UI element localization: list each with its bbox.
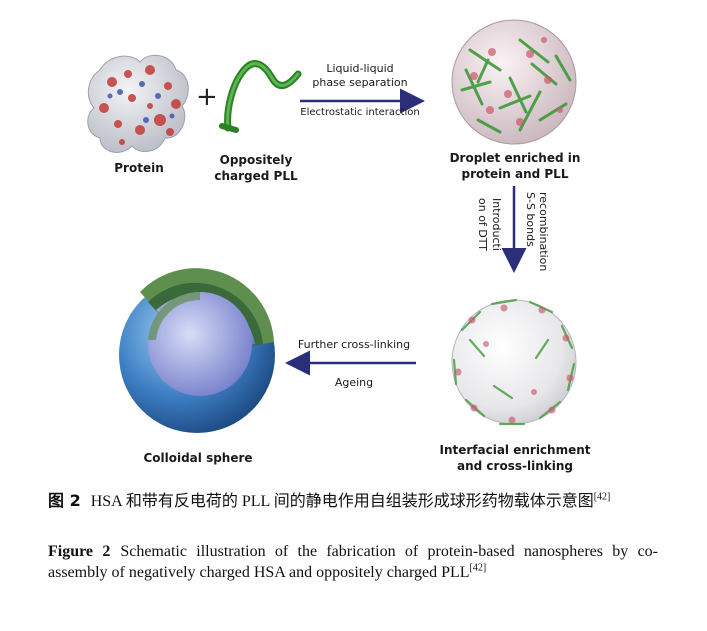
interfacial-sphere	[451, 298, 577, 426]
label-droplet: Droplet enriched in protein and PLL	[440, 150, 590, 182]
caption-cn-label: 图 2	[48, 491, 81, 510]
arrow-top-below: Electrostatic interaction	[300, 107, 420, 118]
colloidal-sphere	[119, 268, 275, 433]
arrow-top-above-line1: Liquid-liquid	[326, 62, 394, 75]
arrow-vertical-left-line1: Introducti	[490, 198, 503, 251]
label-protein: Protein	[114, 161, 164, 175]
caption-en-label: Figure 2	[48, 543, 111, 560]
label-interfacial-line2: and cross-linking	[457, 459, 573, 473]
arrow-bottom-below: Ageing	[334, 376, 374, 389]
label-pll-line1: Oppositely	[219, 153, 293, 167]
schematic-graphics	[87, 19, 577, 433]
arrow-top-above-line2: phase separation	[312, 76, 408, 89]
label-interfacial: Interfacial enrichment and cross-linking	[430, 442, 600, 474]
caption-en-ref: [42]	[469, 562, 487, 574]
caption-cn-text: HSA 和带有反电荷的 PLL 间的静电作用自组装形成球形药物载体示意图	[90, 493, 594, 510]
arrow-vertical-right-line2: recombination	[537, 192, 550, 272]
label-pll-line2: charged PLL	[214, 169, 298, 183]
arrow-bottom-above: Further cross-linking	[297, 338, 411, 351]
caption-chinese: 图 2 HSA 和带有反电荷的 PLL 间的静电作用自组装形成球形药物载体示意图[…	[48, 490, 658, 513]
protein-structure	[87, 54, 189, 153]
caption-en-text: Schematic illustration of the fabricatio…	[48, 543, 659, 581]
label-interfacial-line1: Interfacial enrichment	[439, 443, 591, 457]
arrow-top-annotation: Liquid-liquid phase separation	[300, 62, 420, 90]
pll-chain	[219, 60, 302, 133]
arrow-vertical-left-line2: on of DTT	[476, 198, 489, 252]
plus-sign: +	[196, 82, 218, 112]
label-droplet-line1: Droplet enriched in	[449, 151, 581, 165]
schematic-figure: + Protein Oppositely charged PLL Droplet…	[87, 19, 600, 474]
label-colloidal: Colloidal sphere	[143, 451, 253, 465]
label-pll: Oppositely charged PLL	[196, 152, 316, 184]
label-droplet-line2: protein and PLL	[461, 167, 569, 181]
caption-cn-ref: [42]	[593, 491, 611, 503]
droplet-sphere	[451, 19, 577, 145]
arrow-vertical-right-line1: S-S bonds	[524, 192, 537, 247]
